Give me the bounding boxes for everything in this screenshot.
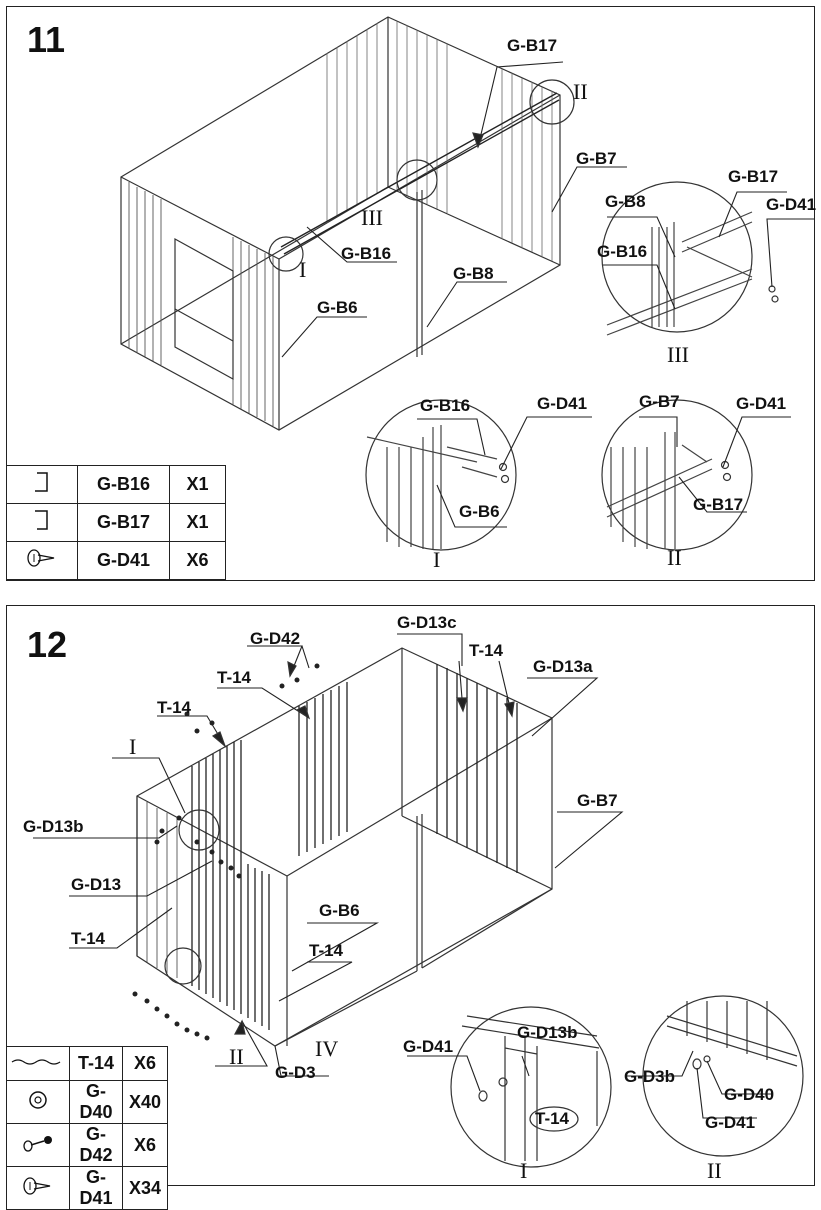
detail-i-label-g-b6: G-B6 [459,502,500,521]
part-code: G-D41 [77,541,170,580]
part-code: G-B17 [77,503,170,542]
roman-iv-marker: IV [315,1036,338,1061]
detail-iii-label-g-b17: G-B17 [728,167,778,186]
detail-ii-label-g-d41: G-D41 [705,1113,755,1132]
label-t14-back: T-14 [469,641,504,660]
label-g-d42: G-D42 [250,629,300,648]
detail-ii-label-g-b17: G-B17 [693,495,743,514]
detail-i-roman: I [433,547,440,572]
screw-icon [6,1166,70,1210]
detail-iii-label-g-b8: G-B8 [605,192,646,211]
label-t14-side: T-14 [309,941,344,960]
shed-frame [136,647,553,1047]
detail-i-label-g-b16: G-B16 [420,396,470,415]
detail-ii-label-g-d3b: G-D3b [624,1067,675,1086]
detail-i-label-g-d13b: G-D13b [517,1023,577,1042]
detail-i-label-t14: T-14 [535,1109,570,1128]
part-code: G-D42 [69,1123,123,1167]
label-g-d13b: G-D13b [23,817,83,836]
detail-ii-label-g-d41: G-D41 [736,394,786,413]
bolt-nut-icon [6,1123,70,1167]
label-g-b16: G-B16 [341,244,391,263]
part-qty: X6 [169,541,226,580]
part-qty: X1 [169,465,226,504]
part-qty: X6 [122,1123,168,1167]
label-g-d13c: G-D13c [397,613,457,632]
detail-ii-label-g-b7: G-B7 [639,392,680,411]
part-code: G-D41 [69,1166,123,1210]
label-g-b7: G-B7 [577,791,618,810]
detail-i-roman: I [520,1158,527,1183]
step-11-drawing: G-B17 II G-B7 III G-B16 I G-B8 G-B6 G-B1… [120,16,816,572]
detail-iii-label-g-d41: G-D41 [766,195,816,214]
label-g-d3: G-D3 [275,1063,316,1082]
label-t14-left: T-14 [157,698,192,717]
parts-list: G-B16 X1 G-B17 X1 G-D41 X6 [6,465,226,580]
detail-ii-roman: II [667,545,682,570]
label-g-b6: G-B6 [317,298,358,317]
step-number: 12 [27,624,68,665]
label-g-b7: G-B7 [576,149,617,168]
roman-iii-marker: III [361,205,383,230]
detail-marker-i [268,236,304,272]
detail-iii-label-g-b16: G-B16 [597,242,647,261]
tape-icon [6,1046,70,1081]
step-number: 11 [27,19,66,60]
roman-ii-marker: II [229,1044,244,1069]
part-qty: X34 [122,1166,168,1210]
label-g-b6: G-B6 [319,901,360,920]
label-g-b8: G-B8 [453,264,494,283]
detail-marker-ii [164,947,202,985]
detail-iii [601,181,815,336]
label-g-b17: G-B17 [507,36,557,55]
roman-ii-marker: II [573,79,588,104]
part-qty: X1 [169,503,226,542]
detail-i [365,399,592,551]
detail-i-label-g-d41: G-D41 [537,394,587,413]
label-g-d13a: G-D13a [533,657,593,676]
detail-i-label-g-d41: G-D41 [403,1037,453,1056]
roman-i-marker: I [299,257,306,282]
parts-list: T-14 X6 G-D40 X40 G-D42 X6 G-D41 X34 [6,1046,168,1210]
part-qty: X6 [122,1046,168,1081]
screw-icon [6,541,78,580]
detail-i [407,1006,612,1168]
roman-i-marker: I [129,734,136,759]
washer-icon [6,1080,70,1124]
step-12-drawing: G-D42 T-14 T-14 I G-D13b G-D13 T-14 G-D1… [23,613,804,1183]
part-qty: X40 [122,1080,168,1124]
detail-marker-iii [396,159,438,201]
label-t14-front: T-14 [71,929,106,948]
detail-ii-label-g-d40: G-D40 [724,1085,774,1104]
shed-frame [120,16,561,431]
detail-ii-roman: II [707,1158,722,1183]
detail-marker-i [178,809,220,851]
t14-callout [529,1106,579,1132]
part-code: T-14 [69,1046,123,1081]
step-11-panel: 11 [6,6,816,581]
channel-icon [6,503,78,542]
detail-marker-ii [529,79,575,125]
detail-iii-roman: III [667,342,689,367]
part-code: G-B16 [77,465,170,504]
part-code: G-D40 [69,1080,123,1124]
channel-icon [6,465,78,504]
label-g-d13: G-D13 [71,875,121,894]
step-12-panel: 12 [6,605,815,1210]
detail-ii [601,399,791,551]
label-t14-top: T-14 [217,668,252,687]
roof-beam [280,92,560,255]
detail-ii [627,995,804,1157]
